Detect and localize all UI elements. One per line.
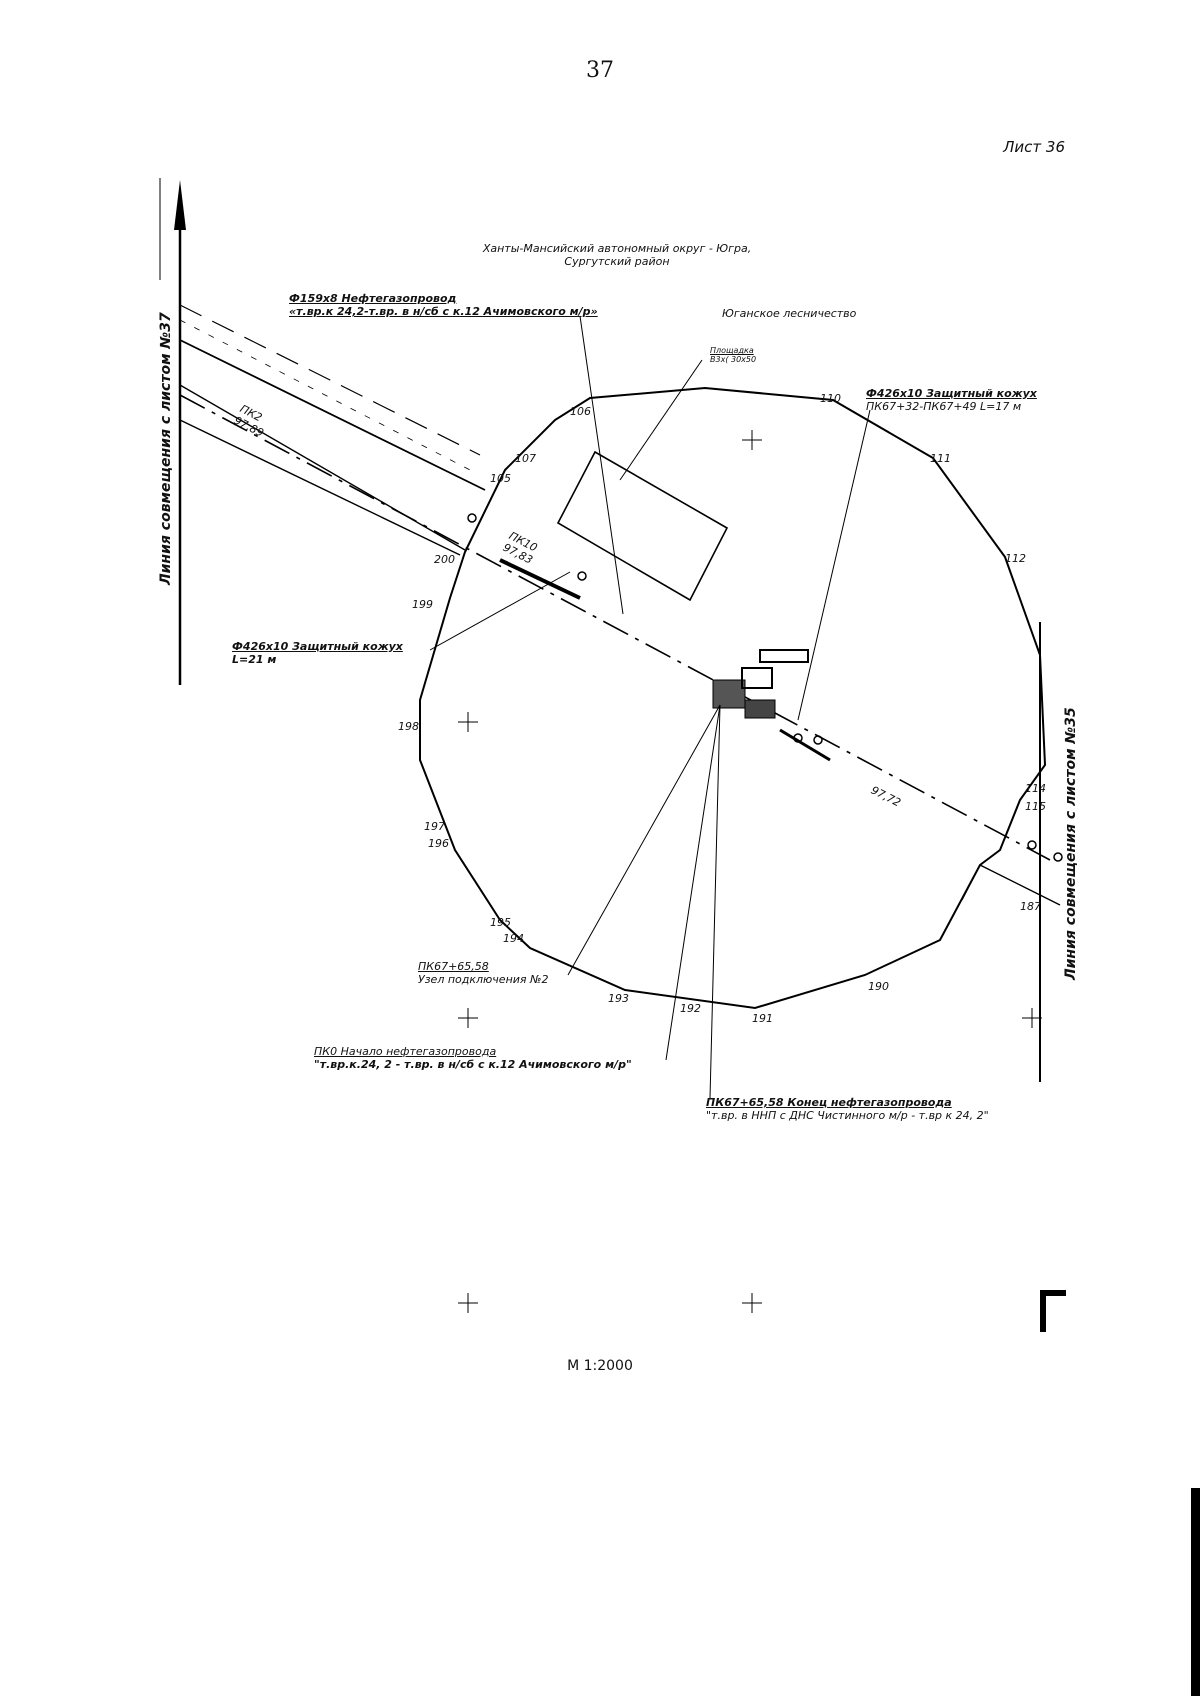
point-number: 112	[1005, 552, 1026, 565]
leader-lines	[429, 315, 871, 1099]
point-number: 190	[868, 980, 889, 993]
scale-label: М 1:2000	[567, 1358, 633, 1374]
casing-right-callout: Ф426х10 Защитный кожух ПК67+32-ПК67+49 L…	[866, 387, 1037, 413]
platform-callout: Площадка В3х( 30х50	[710, 346, 757, 364]
point-number: 195	[490, 916, 511, 929]
match-line-left	[159, 178, 186, 685]
point-number: 193	[608, 992, 629, 1005]
end-callout: ПК67+65,58 Конец нефтегазопровода "т.вр.…	[706, 1096, 989, 1122]
point-number: 114	[1025, 782, 1046, 795]
pipeline-line	[179, 394, 1051, 861]
point-number: 196	[428, 837, 449, 850]
point-number: 187	[1020, 900, 1041, 913]
point-number: 200	[434, 553, 455, 566]
road-corridor	[179, 304, 1061, 906]
point-number: 192	[680, 1002, 701, 1015]
start-callout: ПК0 Начало нефтегазопровода "т.вр.к.24, …	[314, 1045, 632, 1071]
point-number: 105	[490, 472, 511, 485]
point-number: 115	[1025, 800, 1046, 813]
casing-left-callout: Ф426х10 Защитный кожух L=21 м	[232, 640, 403, 666]
region-label: Ханты-Мансийский автономный округ - Югра…	[482, 242, 752, 268]
node-callout: ПК67+65,58 Узел подключения №2	[418, 960, 549, 986]
point-number: 197	[424, 820, 445, 833]
scan-edge-bar	[1191, 1488, 1200, 1696]
match-line-left-label: Линия совмещения с листом №37	[158, 312, 174, 585]
point-number: 191	[752, 1012, 773, 1025]
connection-node	[712, 649, 809, 743]
point-number: 194	[503, 932, 524, 945]
forestry-label: Юганское лесничество	[722, 307, 857, 320]
match-line-right-label: Линия совмещения с листом №35	[1063, 707, 1079, 980]
sheet-label: Лист 36	[1003, 138, 1065, 156]
survey-crosses	[458, 430, 1042, 1313]
platform-rectangle	[556, 450, 729, 602]
point-number: 110	[820, 392, 841, 405]
point-number: 199	[412, 598, 433, 611]
pipeline-callout: Ф159х8 Нефтегазопровод «т.вр.к 24,2-т.вр…	[289, 292, 598, 318]
page-number: 37	[586, 58, 614, 83]
point-number: 107	[515, 452, 536, 465]
point-number: 111	[930, 452, 951, 465]
point-number: 198	[398, 720, 419, 733]
corner-mark	[1040, 1290, 1066, 1332]
point-number: 106	[570, 405, 591, 418]
pk-markers	[467, 513, 1063, 862]
allotment-boundary	[419, 386, 1047, 1010]
